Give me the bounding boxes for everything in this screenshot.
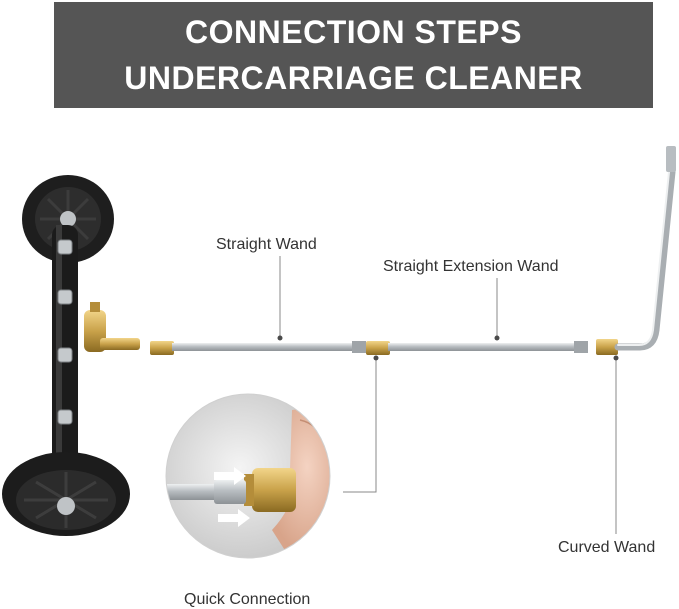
wand-icon xyxy=(614,146,676,351)
label-straight-extension-wand: Straight Extension Wand xyxy=(383,258,559,275)
label-straight-wand: Straight Wand xyxy=(216,236,317,253)
undercarriage-cleaner-icon xyxy=(2,175,140,536)
wheel-icon xyxy=(22,175,114,263)
label-quick-connection: Quick Connection xyxy=(184,591,311,608)
arrow-icon xyxy=(214,467,250,527)
wand-icon xyxy=(150,341,390,355)
title-line-1: CONNECTION STEPS xyxy=(185,14,522,50)
brass-connector-icon xyxy=(84,302,140,352)
label-curved-wand: Curved Wand xyxy=(558,539,656,556)
wheel-icon xyxy=(2,452,130,536)
quick-connect-hand-icon xyxy=(165,393,331,559)
leader-lines xyxy=(279,256,617,534)
title-banner: CONNECTION STEPS UNDERCARRIAGE CLEANER xyxy=(54,2,653,108)
wand-icon xyxy=(388,339,618,355)
title-line-2: UNDERCARRIAGE CLEANER xyxy=(124,60,583,96)
